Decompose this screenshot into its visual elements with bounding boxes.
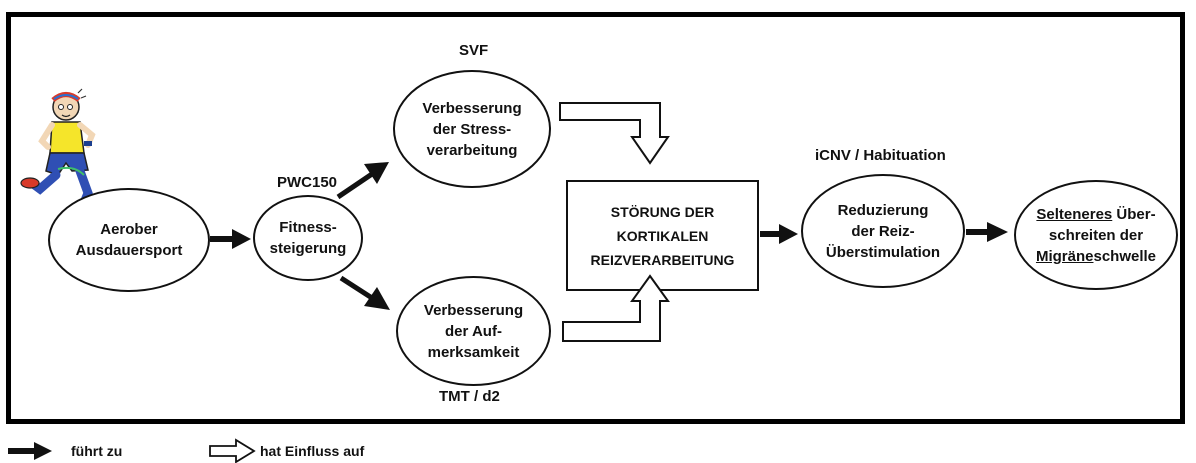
arrow-fitness-to-stress	[336, 162, 389, 200]
legend-hollow-arrow-icon	[209, 438, 256, 463]
node-fitness-line-2: steigerung	[269, 240, 347, 257]
node-reizueberstimulation: Reduzierung der Reiz- Überstimulation	[801, 174, 965, 288]
text-schwelle: schwelle	[1093, 247, 1157, 265]
node-stress-line-2: der Stress-	[432, 120, 512, 138]
legend-hat-einfluss-auf: hat Einfluss auf	[260, 443, 365, 459]
diagram-frame	[6, 12, 1185, 424]
legend-fuehrt-zu: führt zu	[71, 443, 123, 459]
label-svf: SVF	[459, 42, 489, 59]
node-selten-line-3: Migräneschwelle	[1036, 246, 1156, 267]
node-selten-line-1: Selteneres Über-	[1036, 204, 1155, 225]
node-aufmerk-line-3: merksamkeit	[427, 343, 520, 361]
hollow-arrow-aufmerksamkeit-to-box	[562, 274, 670, 342]
underlined-selteneres: Selteneres	[1036, 205, 1113, 223]
node-stress-line-3: verarbeitung	[426, 141, 518, 159]
underlined-migraene: Migräne	[1035, 247, 1094, 265]
box-line-2: KORTIKALEN	[616, 227, 709, 244]
node-aerober-line-2: Ausdauersport	[75, 242, 183, 259]
node-fitness-steigerung: Fitness- steigerung	[253, 195, 363, 281]
arrow-box-to-reiz	[760, 224, 798, 244]
arrow-reiz-to-selten	[966, 222, 1008, 242]
text-ueber: Über-	[1112, 205, 1156, 223]
node-aerober-line-1: Aerober	[100, 221, 158, 238]
node-stress-line-1: Verbesserung	[422, 99, 522, 117]
node-reiz-line-1: Reduzierung	[837, 201, 929, 219]
node-reiz-line-3: Überstimulation	[825, 243, 941, 261]
label-icnv-habituation: iCNV / Habituation	[815, 147, 946, 164]
node-aerober-ausdauersport: Aerober Ausdauersport	[48, 188, 210, 292]
legend-solid-arrow-icon	[8, 442, 52, 460]
box-line-3: REIZVERARBEITUNG	[590, 251, 735, 268]
label-tmt-d2: TMT / d2	[439, 388, 500, 405]
node-reiz-line-2: der Reiz-	[851, 222, 915, 240]
node-fitness-line-1: Fitness-	[279, 219, 337, 236]
node-aufmerk-line-2: der Auf-	[445, 322, 502, 340]
node-aufmerksamkeit: Verbesserung der Auf- merksamkeit	[396, 276, 551, 386]
hollow-arrow-stress-to-box	[559, 102, 670, 165]
arrow-fitness-to-aufmerksamkeit	[339, 275, 390, 310]
box-stoerung-kortikale-reizverarbeitung: STÖRUNG DER KORTIKALEN REIZVERARBEITUNG	[566, 180, 759, 291]
arrow-aerober-to-fitness	[210, 229, 251, 249]
node-selten-line-2: schreiten der	[1048, 226, 1144, 244]
node-aufmerk-line-1: Verbesserung	[423, 301, 524, 319]
node-migraeneschwelle: Selteneres Über- schreiten der Migränesc…	[1014, 180, 1178, 290]
node-stressverarbeitung: Verbesserung der Stress- verarbeitung	[393, 70, 551, 188]
label-pwc150: PWC150	[277, 174, 338, 191]
box-line-1: STÖRUNG DER	[610, 203, 715, 220]
